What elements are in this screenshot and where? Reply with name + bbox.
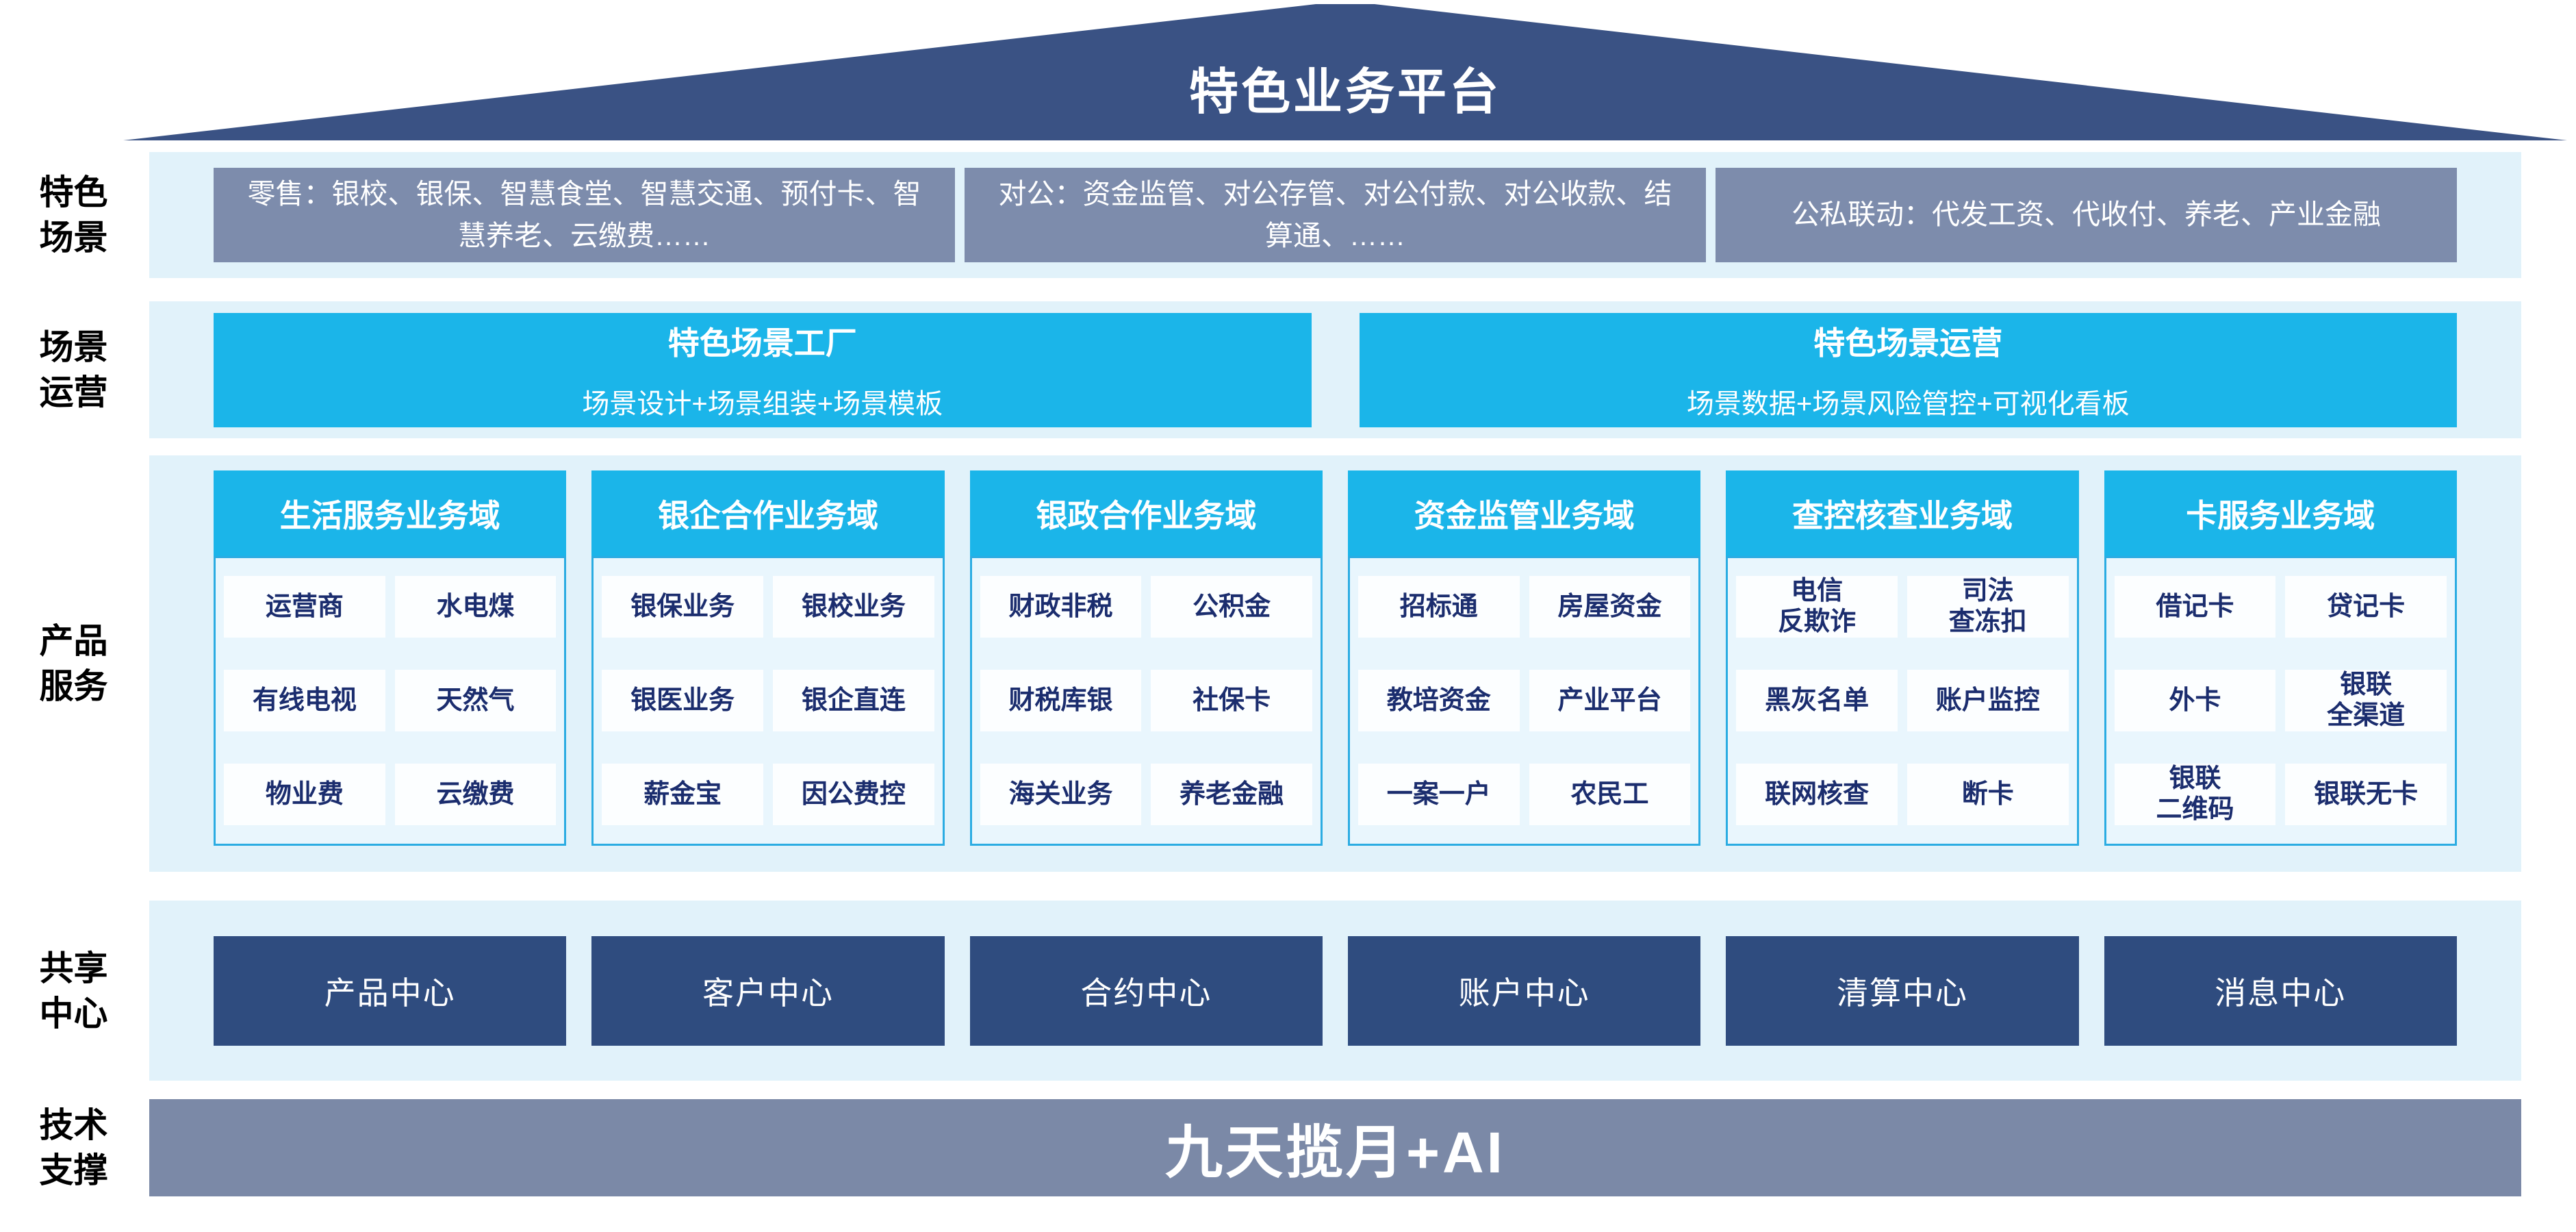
ops-box-title: 特色场景运营 (1813, 325, 2003, 361)
domain-cell: 养老金融 (1151, 764, 1312, 825)
domain-cell: 一案一户 (1357, 764, 1520, 825)
domain-cell: 薪金宝 (602, 764, 763, 825)
platform-roof: 特色业务平台 (123, 4, 2567, 140)
row-label-scenarios: 特色 场景 (39, 173, 108, 257)
domain-column-bank-government: 银政合作业务域 财政非税 公积金 财税库银 社保卡 海关业务 养老金融 (969, 470, 1323, 846)
domain-cell: 黑灰名单 (1736, 670, 1898, 731)
domain-body: 招标通 房屋资金 教培资金 产业平台 一案一户 农民工 (1347, 556, 1701, 846)
domain-header: 银政合作业务域 (969, 470, 1323, 556)
scenarios-band: 零售：银校、银保、智慧食堂、智慧交通、预付卡、智慧养老、云缴费…… 对公：资金监… (149, 152, 2521, 278)
domain-cell: 物业费 (224, 764, 385, 825)
center-box-customer: 客户中心 (591, 935, 945, 1046)
ops-box-scenario-factory: 特色场景工厂 场景设计+场景组装+场景模板 (214, 312, 1312, 427)
domain-cell: 银校业务 (772, 576, 934, 638)
domain-cell: 银联 全渠道 (2285, 670, 2447, 731)
domain-cell: 联网核查 (1736, 764, 1898, 825)
domain-cell: 银保业务 (602, 576, 763, 638)
row-label-operations: 场景 运营 (39, 328, 108, 412)
center-box-clearing: 清算中心 (1726, 935, 2079, 1046)
domain-cell: 银医业务 (602, 670, 763, 731)
domain-cell: 有线电视 (224, 670, 385, 731)
center-box-contract: 合约中心 (969, 935, 1323, 1046)
centers-band: 产品中心 客户中心 合约中心 账户中心 清算中心 消息中心 (149, 901, 2521, 1081)
scenario-box-retail: 零售：银校、银保、智慧食堂、智慧交通、预付卡、智慧养老、云缴费…… (214, 168, 955, 262)
domain-cell: 银联 二维码 (2114, 764, 2276, 825)
domain-cell: 断卡 (1907, 764, 2069, 825)
domain-header: 卡服务业务域 (2104, 470, 2457, 556)
domain-cell: 云缴费 (394, 764, 557, 825)
domain-header: 资金监管业务域 (1347, 470, 1701, 556)
domain-cell: 教培资金 (1357, 670, 1520, 731)
domain-cell: 招标通 (1357, 576, 1520, 638)
tech-support-bar: 九天揽月+AI (149, 1099, 2521, 1196)
domain-cell: 社保卡 (1151, 670, 1312, 731)
domain-cell: 运营商 (224, 576, 385, 638)
domain-cell: 银联无卡 (2285, 764, 2447, 825)
domain-cell: 财政非税 (980, 576, 1142, 638)
domain-cell: 公积金 (1151, 576, 1312, 638)
ops-box-scenario-operation: 特色场景运营 场景数据+场景风险管控+可视化看板 (1359, 312, 2457, 427)
domain-column-fund-supervision: 资金监管业务域 招标通 房屋资金 教培资金 产业平台 一案一户 农民工 (1347, 470, 1701, 846)
center-box-product: 产品中心 (214, 935, 567, 1046)
domain-cell: 海关业务 (980, 764, 1142, 825)
domain-cell: 房屋资金 (1529, 576, 1691, 638)
domain-header: 生活服务业务域 (214, 470, 567, 556)
products-band: 生活服务业务域 运营商 水电煤 有线电视 天然气 物业费 云缴费 银企合作业务域… (149, 455, 2521, 872)
domain-cell: 农民工 (1529, 764, 1691, 825)
center-box-account: 账户中心 (1347, 935, 1701, 1046)
platform-title: 特色业务平台 (1188, 65, 1501, 120)
domain-cell: 因公费控 (772, 764, 934, 825)
ops-box-subtitle: 场景设计+场景组装+场景模板 (582, 389, 943, 419)
domain-column-card-services: 卡服务业务域 借记卡 贷记卡 外卡 银联 全渠道 银联 二维码 银联无卡 (2104, 470, 2457, 846)
domain-cell: 借记卡 (2114, 576, 2276, 638)
domain-cell: 银企直连 (772, 670, 934, 731)
domain-cell: 贷记卡 (2285, 576, 2447, 638)
domain-column-inspection-verification: 查控核查业务域 电信 反欺诈 司法 查冻扣 黑灰名单 账户监控 联网核查 断卡 (1726, 470, 2079, 846)
domain-column-bank-enterprise: 银企合作业务域 银保业务 银校业务 银医业务 银企直连 薪金宝 因公费控 (591, 470, 945, 846)
domain-body: 银保业务 银校业务 银医业务 银企直连 薪金宝 因公费控 (591, 556, 945, 846)
domain-body: 电信 反欺诈 司法 查冻扣 黑灰名单 账户监控 联网核查 断卡 (1726, 556, 2079, 846)
center-box-message: 消息中心 (2104, 935, 2457, 1046)
domain-header: 查控核查业务域 (1726, 470, 2079, 556)
scenario-box-public-private: 公私联动：代发工资、代收付、养老、产业金融 (1716, 168, 2457, 262)
domain-cell: 电信 反欺诈 (1736, 576, 1898, 638)
operations-band: 特色场景工厂 场景设计+场景组装+场景模板 特色场景运营 场景数据+场景风险管控… (149, 301, 2521, 438)
domain-cell: 司法 查冻扣 (1907, 576, 2069, 638)
domain-body: 财政非税 公积金 财税库银 社保卡 海关业务 养老金融 (969, 556, 1323, 846)
domain-cell: 外卡 (2114, 670, 2276, 731)
domain-cell: 账户监控 (1907, 670, 2069, 731)
domain-body: 借记卡 贷记卡 外卡 银联 全渠道 银联 二维码 银联无卡 (2104, 556, 2457, 846)
row-label-centers: 共享 中心 (39, 948, 108, 1033)
domain-cell: 天然气 (394, 670, 557, 731)
ops-box-subtitle: 场景数据+场景风险管控+可视化看板 (1686, 389, 2130, 419)
domain-cell: 财税库银 (980, 670, 1142, 731)
scenario-box-corporate: 对公：资金监管、对公存管、对公付款、对公收款、结算通、…… (965, 168, 1706, 262)
domain-column-life-services: 生活服务业务域 运营商 水电煤 有线电视 天然气 物业费 云缴费 (214, 470, 567, 846)
domain-header: 银企合作业务域 (591, 470, 945, 556)
domain-cell: 水电煤 (394, 576, 557, 638)
row-label-products: 产品 服务 (39, 622, 108, 705)
row-label-tech: 技术 支撑 (39, 1106, 108, 1190)
domain-cell: 产业平台 (1529, 670, 1691, 731)
tech-support-bar-label: 九天揽月+AI (1164, 1120, 1506, 1185)
ops-box-title: 特色场景工厂 (667, 325, 857, 361)
domain-body: 运营商 水电煤 有线电视 天然气 物业费 云缴费 (214, 556, 567, 846)
